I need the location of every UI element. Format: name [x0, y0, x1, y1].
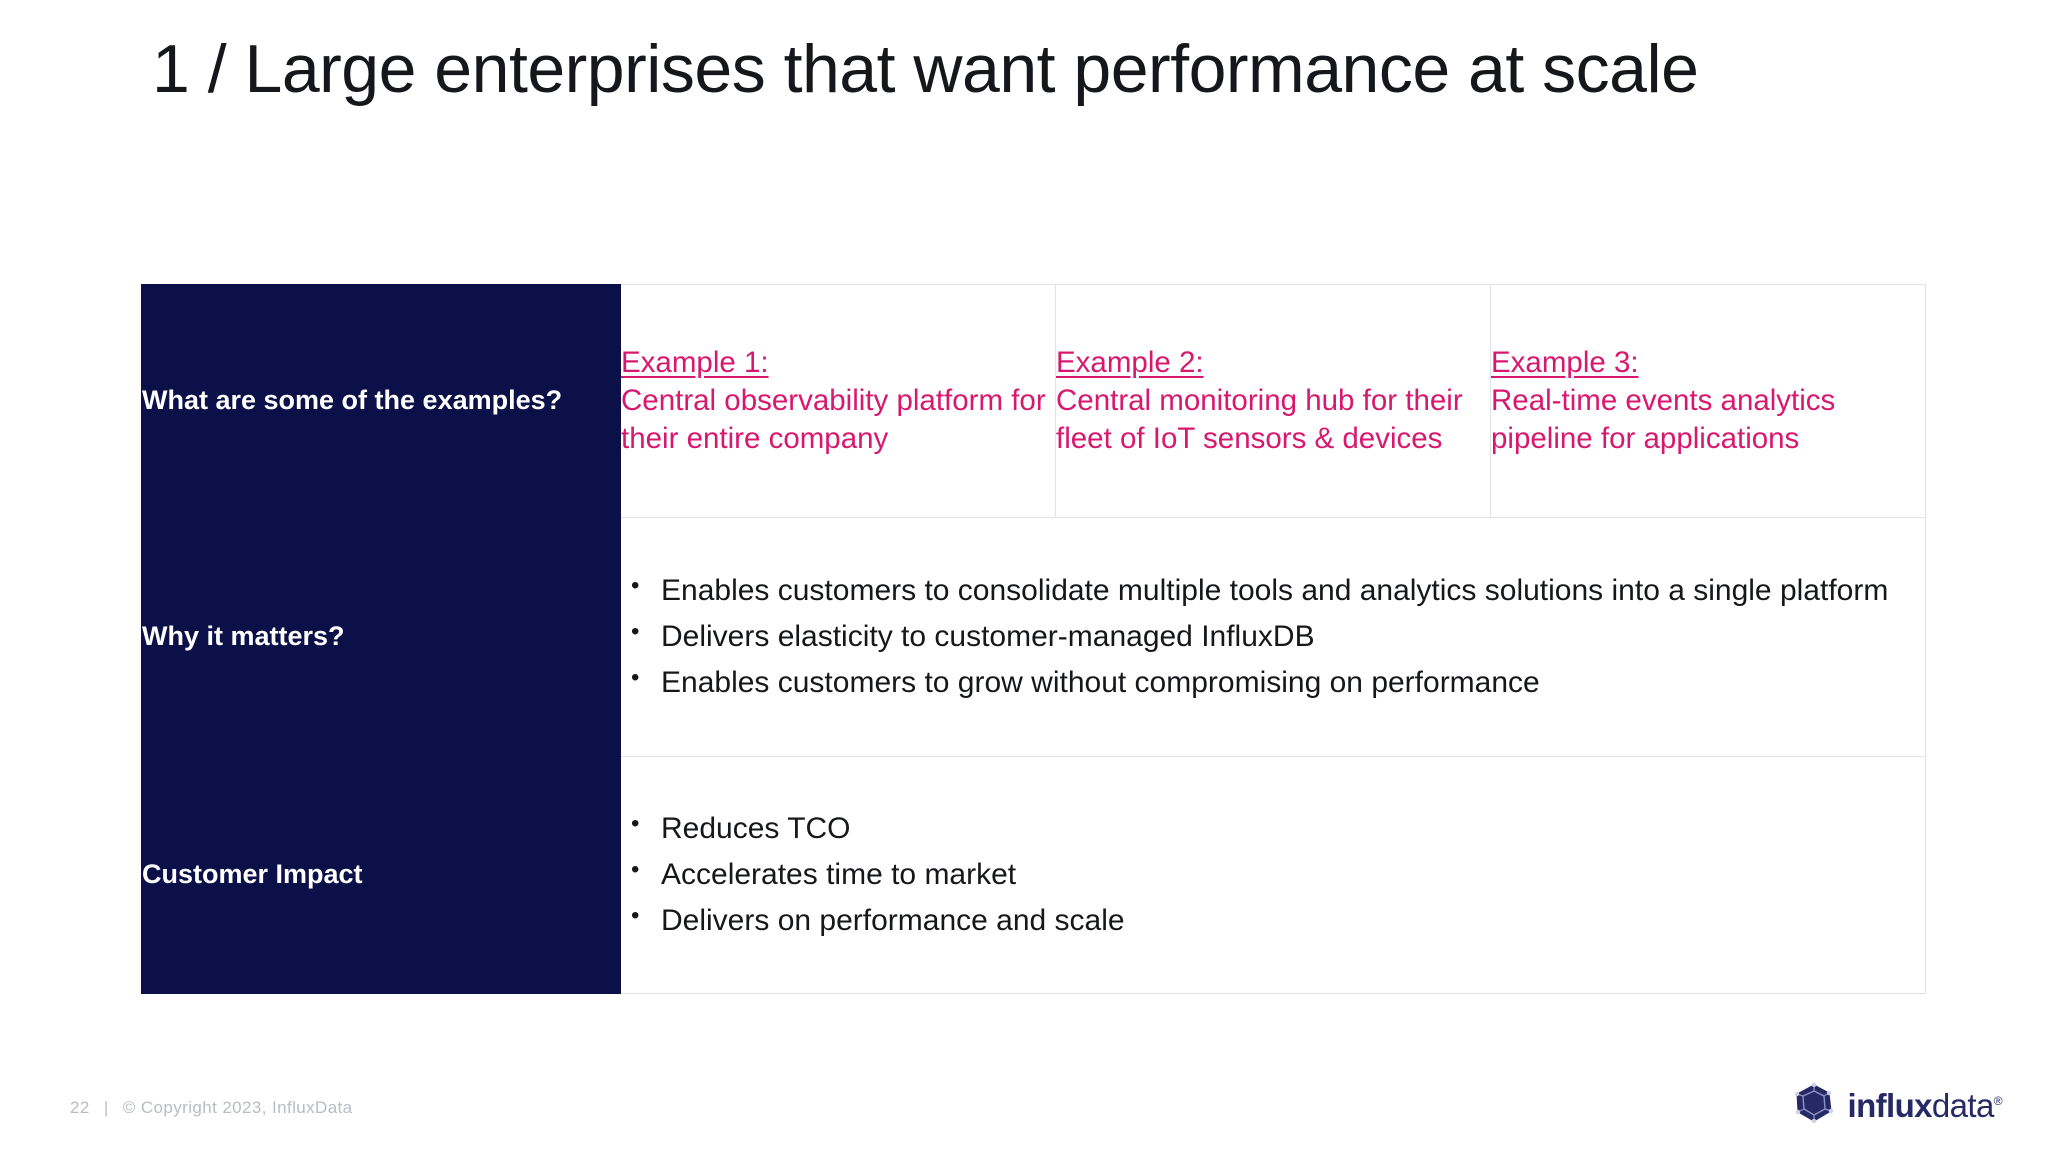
- example-1-heading: Example 1:: [621, 346, 769, 380]
- row-label-why-it-matters: Why it matters?: [141, 517, 621, 757]
- example-cell-3: Example 3: Real-time events analytics pi…: [1490, 284, 1926, 518]
- influxdata-wordmark: influxdata®: [1847, 1086, 2003, 1125]
- row-label-examples: What are some of the examples?: [141, 284, 621, 518]
- customer-impact-content: Reduces TCO Accelerates time to market D…: [620, 756, 1926, 994]
- example-3-body: Real-time events analytics pipeline for …: [1491, 384, 1836, 455]
- influxdata-polyhedron-icon: [1793, 1082, 1835, 1129]
- why-it-matters-bullet-list: Enables customers to consolidate multipl…: [621, 571, 1925, 702]
- influxdata-logo: influxdata®: [1793, 1082, 2003, 1129]
- list-item: Accelerates time to market: [621, 855, 1925, 894]
- example-2-heading: Example 2:: [1056, 346, 1204, 380]
- example-2-body: Central monitoring hub for their fleet o…: [1056, 384, 1463, 455]
- logo-light-text: data: [1931, 1086, 1994, 1124]
- list-item: Reduces TCO: [621, 809, 1925, 848]
- list-item: Enables customers to grow without compro…: [621, 663, 1925, 702]
- list-item: Delivers elasticity to customer-managed …: [621, 617, 1925, 656]
- logo-bold-text: influx: [1847, 1086, 1933, 1124]
- table-row-examples: What are some of the examples? Example 1…: [141, 284, 1926, 518]
- table-row-why-it-matters: Why it matters? Enables customers to con…: [141, 517, 1926, 757]
- row-label-customer-impact: Customer Impact: [141, 756, 621, 994]
- page-number: 22: [70, 1098, 90, 1117]
- footer-copyright: 22 | © Copyright 2023, InfluxData: [70, 1098, 353, 1118]
- list-item: Delivers on performance and scale: [621, 901, 1925, 940]
- list-item: Enables customers to consolidate multipl…: [621, 571, 1925, 610]
- copyright-text: © Copyright 2023, InfluxData: [122, 1098, 353, 1117]
- registered-mark: ®: [1993, 1093, 2003, 1108]
- example-cell-2: Example 2: Central monitoring hub for th…: [1055, 284, 1491, 518]
- footer-separator: |: [103, 1098, 109, 1117]
- table-row-customer-impact: Customer Impact Reduces TCO Accelerates …: [141, 756, 1926, 994]
- example-cell-1: Example 1: Central observability platfor…: [620, 284, 1056, 518]
- customer-impact-bullet-list: Reduces TCO Accelerates time to market D…: [621, 809, 1925, 940]
- example-3-heading: Example 3:: [1491, 346, 1639, 380]
- example-1-body: Central observability platform for their…: [621, 384, 1046, 455]
- why-it-matters-content: Enables customers to consolidate multipl…: [620, 517, 1926, 757]
- comparison-table: What are some of the examples? Example 1…: [141, 284, 1926, 994]
- page-title: 1 / Large enterprises that want performa…: [152, 31, 1699, 107]
